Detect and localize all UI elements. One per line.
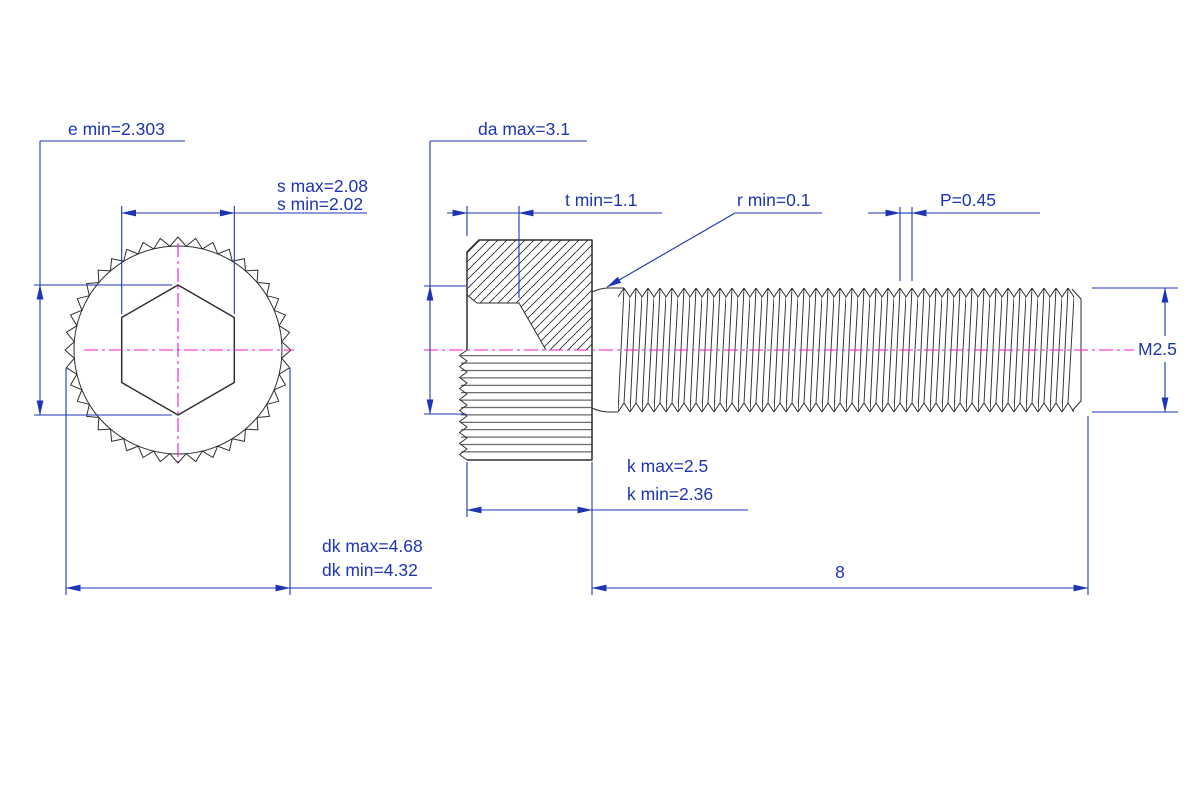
centerlines — [84, 243, 1135, 462]
dimensions — [34, 140, 1192, 595]
label-thread-size: M2.5 — [1138, 339, 1177, 359]
socket-cavity-outline — [466, 294, 547, 351]
label-dk-max: dk max=4.68 — [322, 536, 423, 556]
dim-k — [466, 462, 748, 595]
under-head-fillet-bottom — [591, 407, 618, 413]
dim-r — [606, 212, 822, 288]
head-knurl-edge — [459, 349, 468, 461]
label-s-max: s max=2.08 — [277, 176, 368, 196]
label-r-min: r min=0.1 — [737, 190, 810, 210]
head-knurl-lines — [461, 352, 592, 458]
label-k-min: k min=2.36 — [627, 484, 713, 504]
label-thread-length: 8 — [835, 562, 845, 582]
head-outline — [466, 239, 593, 461]
under-head-fillet-top — [591, 287, 624, 293]
label-t-min: t min=1.1 — [565, 190, 637, 210]
dim-length — [591, 416, 1089, 595]
dim-da — [424, 140, 587, 415]
label-s-min: s min=2.02 — [277, 194, 363, 214]
label-e-min: e min=2.303 — [68, 119, 165, 139]
side-view — [459, 239, 1082, 461]
knurl-teeth-circle — [64, 236, 292, 464]
label-k-max: k max=2.5 — [627, 456, 708, 476]
dim-m — [1092, 287, 1192, 413]
dim-dk — [65, 368, 432, 595]
dim-p — [868, 207, 1040, 281]
label-dk-min: dk min=4.32 — [322, 560, 418, 580]
labels: e min=2.303 da max=3.1 s max=2.08 s min=… — [68, 119, 1177, 582]
hex-socket — [120, 284, 236, 416]
label-da-max: da max=3.1 — [478, 119, 570, 139]
r-leader-line — [606, 212, 736, 288]
dim-s — [121, 206, 367, 314]
label-pitch: P=0.45 — [940, 190, 996, 210]
dim-t — [447, 206, 662, 298]
socket-cavity — [467, 295, 546, 350]
dim-e — [34, 140, 185, 416]
